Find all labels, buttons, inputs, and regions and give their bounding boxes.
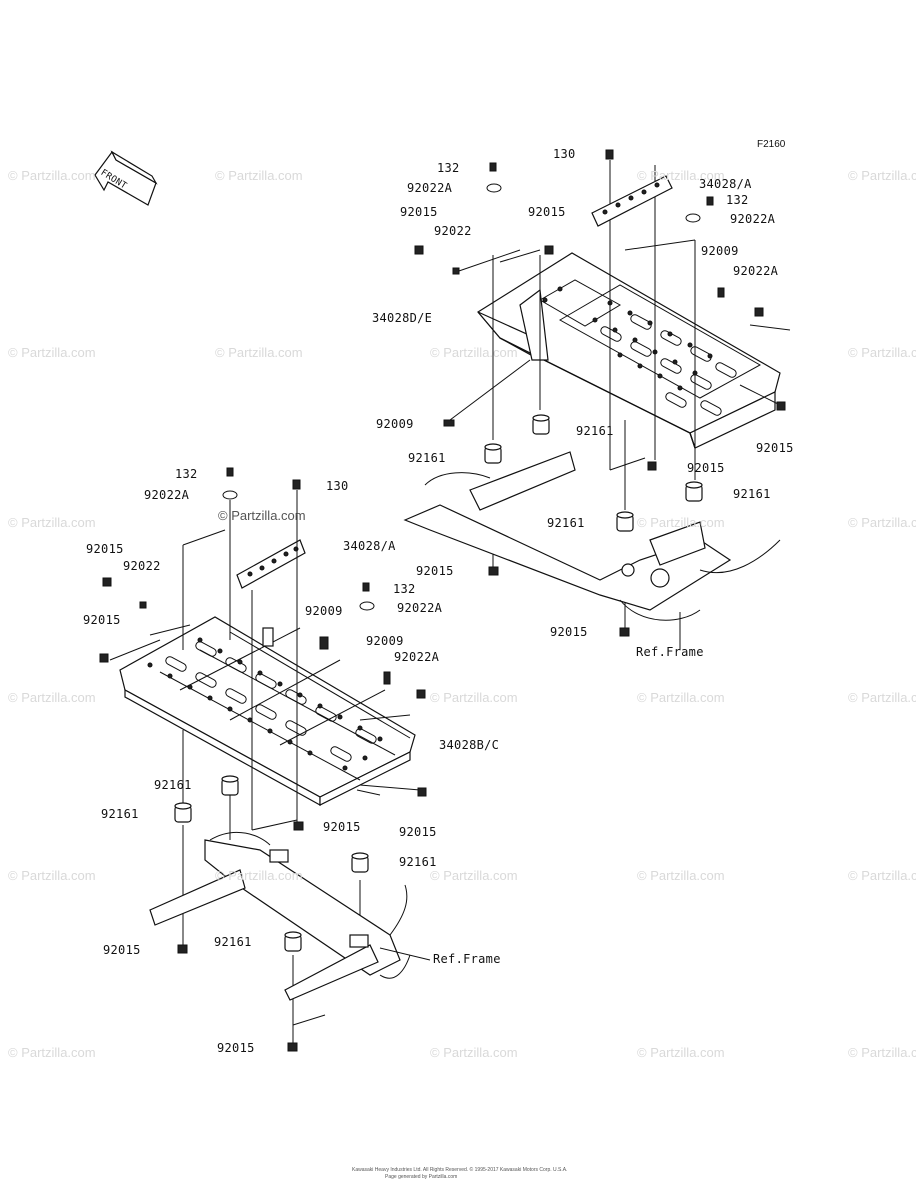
- watermark: © Partzilla.com: [430, 868, 518, 883]
- watermark: © Partzilla.com: [637, 868, 725, 883]
- part-label: 92015: [550, 625, 588, 639]
- part-label: 132: [175, 467, 198, 481]
- part-label: 34028/A: [699, 177, 752, 191]
- watermark: © Partzilla.com: [637, 690, 725, 705]
- watermark: © Partzilla.com: [8, 168, 96, 183]
- part-label: Ref.Frame: [433, 952, 501, 966]
- lower-carrier-assembly: [99, 467, 431, 1052]
- part-label: 92161: [547, 516, 585, 530]
- part-label: 92015: [217, 1041, 255, 1055]
- part-label: 92022: [123, 559, 161, 573]
- watermark: © Partzilla.com: [215, 345, 303, 360]
- diagram-code: F2160: [757, 139, 786, 150]
- part-label: 34028B/C: [439, 738, 500, 752]
- part-label: 130: [553, 147, 576, 161]
- part-label: 92009: [701, 244, 739, 258]
- watermark: © Partzilla.com: [430, 690, 518, 705]
- watermark: © Partzilla.com: [848, 1045, 916, 1060]
- part-label: 92161: [733, 487, 771, 501]
- watermark: © Partzilla.com: [848, 690, 916, 705]
- part-label: 92161: [399, 855, 437, 869]
- part-label: 34028D/E: [372, 311, 433, 325]
- watermark: © Partzilla.com: [8, 1045, 96, 1060]
- part-label: 92161: [101, 807, 139, 821]
- part-label: 92022A: [394, 650, 440, 664]
- watermark: © Partzilla.com: [430, 345, 518, 360]
- watermark: © Partzilla.com: [637, 168, 725, 183]
- part-label: 92022A: [730, 212, 776, 226]
- part-label: 92161: [214, 935, 252, 949]
- part-label: 92015: [103, 943, 141, 957]
- watermark: © Partzilla.com: [848, 868, 916, 883]
- watermark: © Partzilla.com: [8, 345, 96, 360]
- part-label: 132: [393, 582, 416, 596]
- watermark: © Partzilla.com: [8, 690, 96, 705]
- part-label: 92015: [687, 461, 725, 475]
- watermark: © Partzilla.com: [215, 168, 303, 183]
- part-label: 92022A: [733, 264, 779, 278]
- part-label: 92015: [323, 820, 361, 834]
- front-arrow-icon: [94, 150, 158, 206]
- part-label: 92015: [400, 205, 438, 219]
- part-label: 92009: [376, 417, 414, 431]
- part-label: 130: [326, 479, 349, 493]
- part-label: 92015: [83, 613, 121, 627]
- part-label: 92022: [434, 224, 472, 238]
- part-label: 92015: [86, 542, 124, 556]
- watermark: © Partzilla.com: [8, 868, 96, 883]
- watermark: © Partzilla.com: [637, 1045, 725, 1060]
- part-label: 92161: [576, 424, 614, 438]
- part-label: 92015: [756, 441, 794, 455]
- part-label: 92015: [416, 564, 454, 578]
- watermark: © Partzilla.com: [848, 515, 916, 530]
- upper-carrier-assembly: [403, 149, 791, 650]
- part-label: 34028/A: [343, 539, 396, 553]
- part-label: 92009: [366, 634, 404, 648]
- part-label: 92022A: [397, 601, 443, 615]
- part-label: 92161: [154, 778, 192, 792]
- part-label: Ref.Frame: [636, 645, 704, 659]
- copyright-text: Kawasaki Heavy Industries Ltd. All Right…: [352, 1167, 568, 1173]
- watermark: © Partzilla.com: [848, 168, 916, 183]
- watermark: © Partzilla.com: [848, 345, 916, 360]
- part-label: 92015: [528, 205, 566, 219]
- copyright-text-2: Page generated by Partzilla.com: [385, 1174, 458, 1180]
- part-label: 92009: [305, 604, 343, 618]
- part-label: 92015: [399, 825, 437, 839]
- watermark: © Partzilla.com: [218, 508, 306, 523]
- watermark: © Partzilla.com: [215, 868, 303, 883]
- watermark: © Partzilla.com: [637, 515, 725, 530]
- watermark: © Partzilla.com: [8, 515, 96, 530]
- watermark: © Partzilla.com: [430, 1045, 518, 1060]
- part-label: 132: [437, 161, 460, 175]
- part-label: 132: [726, 193, 749, 207]
- part-label: 92161: [408, 451, 446, 465]
- part-label: 92022A: [144, 488, 190, 502]
- part-label: 92022A: [407, 181, 453, 195]
